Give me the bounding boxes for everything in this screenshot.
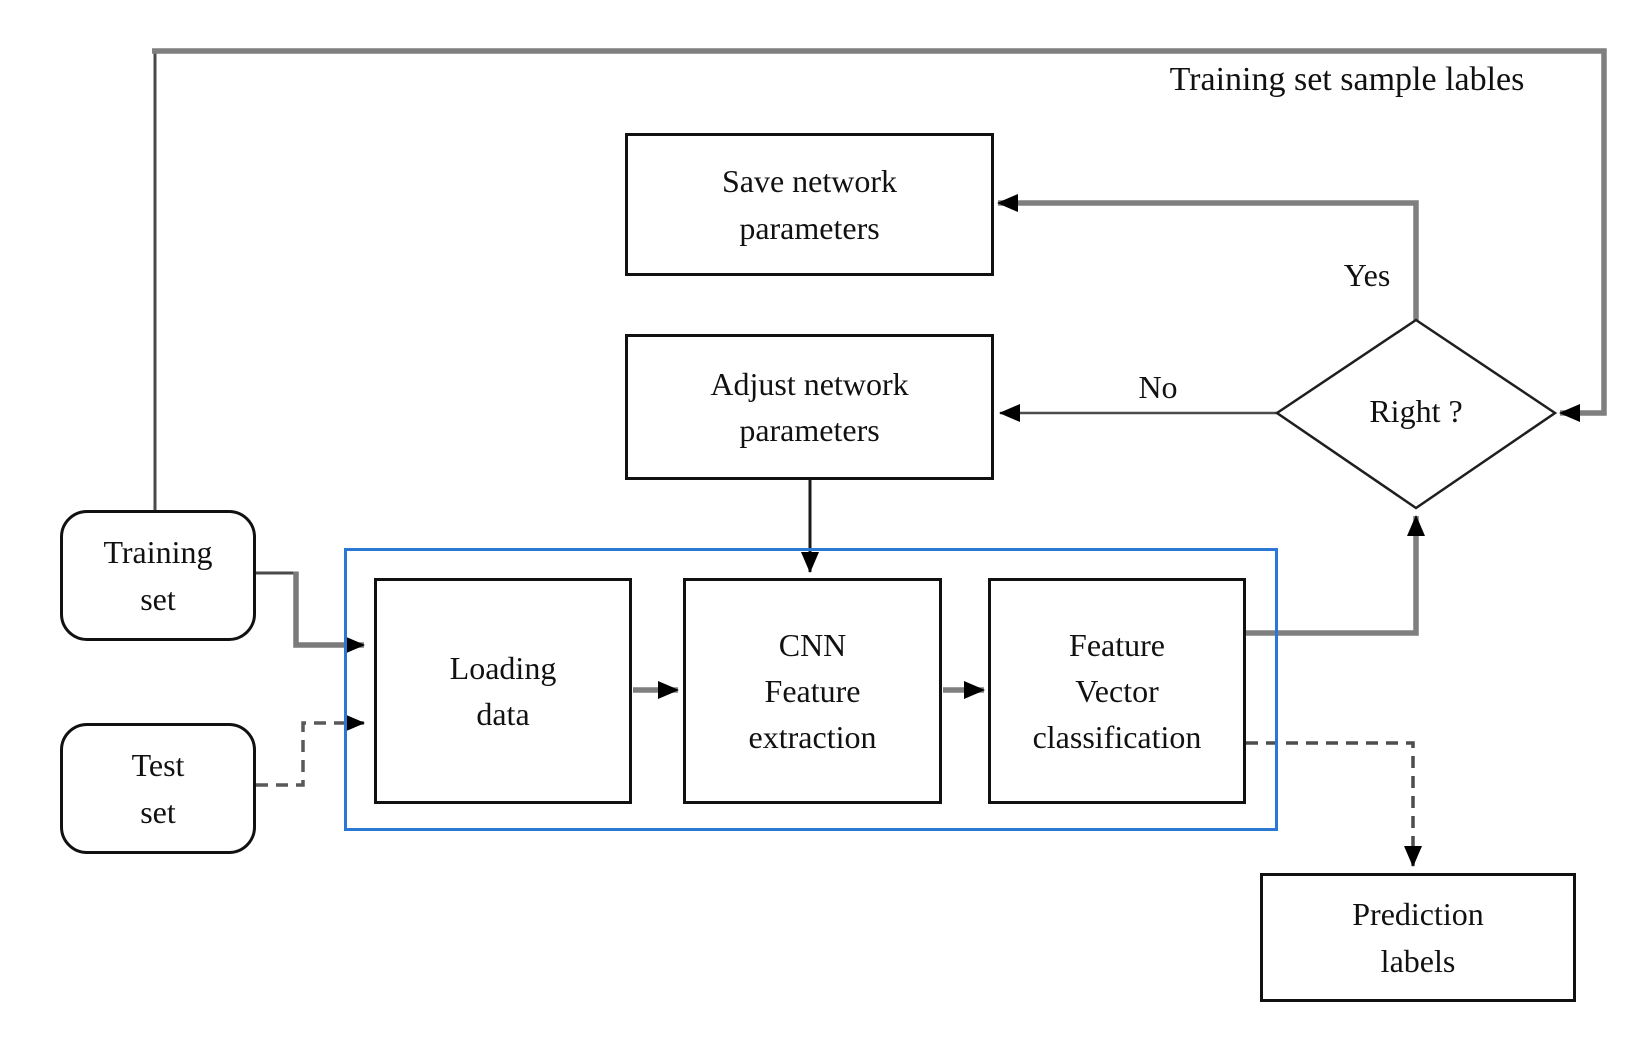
node-line: Vector [1075, 672, 1159, 709]
adjust-network-parameters-node: Adjust network parameters [625, 334, 994, 480]
node-line: classification [1032, 719, 1202, 756]
yes-edge-label: Yes [1343, 257, 1391, 293]
node-line: Prediction [1352, 896, 1484, 933]
node-line: labels [1380, 942, 1456, 979]
classification-to-decision-edge [1246, 515, 1425, 636]
test-to-loading-edge-dashed [256, 714, 365, 787]
node-line: data [476, 696, 530, 732]
node-line: Adjust network [710, 365, 909, 402]
test-set-node: Test set [60, 723, 256, 854]
node-line: Save network [721, 163, 898, 200]
training-loop-edge [152, 48, 1607, 422]
node-line: CNN [778, 626, 847, 663]
prediction-labels-node: Prediction labels [1260, 873, 1576, 1002]
node-line: parameters [739, 412, 880, 448]
node-line: Feature [764, 672, 861, 709]
training-set-node: Training set [60, 510, 256, 641]
yes-edge [997, 194, 1419, 321]
no-edge-label: No [1138, 369, 1178, 405]
node-line: Training [103, 534, 213, 571]
decision-label: Right ? [1369, 393, 1463, 429]
node-line: Loading [449, 649, 557, 686]
save-network-parameters-node: Save network parameters [625, 133, 994, 276]
training-loop-label: Training set sample lables [1169, 61, 1525, 98]
cnn-feature-extraction-node: CNN Feature extraction [683, 578, 942, 804]
decision-diamond [1274, 318, 1558, 510]
node-line: set [140, 580, 176, 617]
pipeline-container [344, 548, 1278, 831]
training-to-loading-edge [293, 571, 365, 654]
feature-vector-classification-node: Feature Vector classification [988, 578, 1246, 804]
node-line: set [140, 793, 176, 830]
classification-to-prediction-edge-dashed [1246, 741, 1422, 867]
node-line: Feature [1069, 626, 1165, 663]
node-line: Test [131, 747, 185, 784]
loading-data-node: Loading data [374, 578, 632, 804]
node-line: extraction [748, 719, 877, 756]
node-line: parameters [739, 209, 880, 246]
